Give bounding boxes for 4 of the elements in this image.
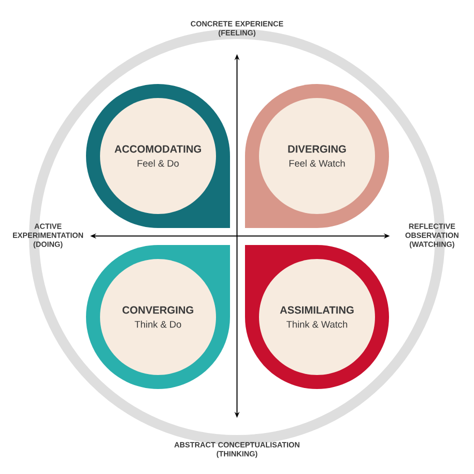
learning-style-drop: CONVERGING Think & Do — [86, 245, 230, 389]
learning-style-drop: DIVERGING Feel & Watch — [245, 84, 389, 228]
learning-style-drop: ASSIMILATING Think & Watch — [245, 245, 389, 389]
learning-style-drop: ACCOMODATING Feel & Do — [86, 84, 230, 228]
